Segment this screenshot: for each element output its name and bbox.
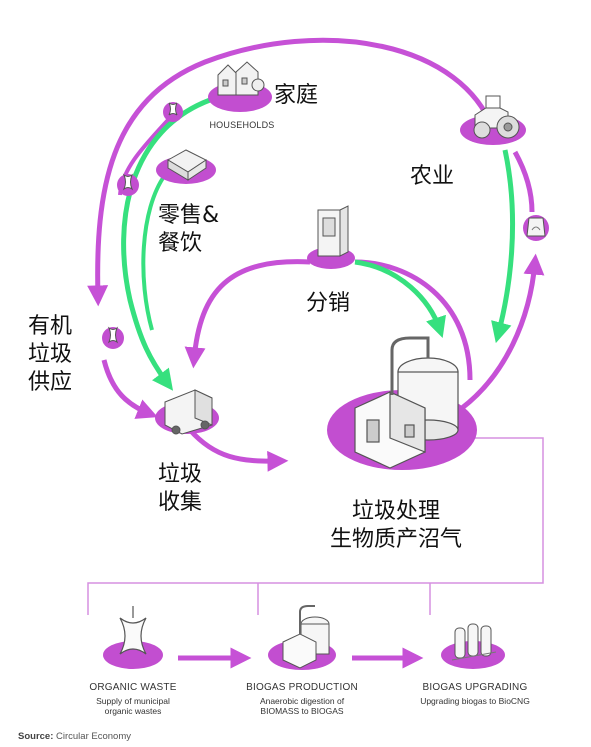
households-caption: HOUSEHOLDS: [209, 120, 275, 130]
processing-to-agriculture-arrow: [460, 253, 545, 410]
distribution-to-processing-green-arrow: [354, 259, 446, 338]
biogas-plant-icon: [354, 336, 459, 469]
outer-cycle-arrow: [87, 37, 498, 307]
upgrading-filters-icon: [451, 623, 497, 661]
agriculture-bag-to-tractor-arrow: [512, 150, 535, 213]
agriculture-to-processing-green-arrow: [491, 149, 516, 344]
apple-core-large-icon: [119, 606, 147, 655]
households-to-collection-green-arrow: [121, 97, 211, 391]
food-tray-icon: [167, 149, 207, 181]
tractor-icon: [473, 95, 520, 139]
bottom-connector-lines: [87, 437, 544, 615]
agriculture-label: 农业: [410, 164, 455, 189]
biogas-upgrading-title: BIOGAS UPGRADING: [422, 682, 528, 693]
small-biogas-plant-icon: [282, 605, 330, 669]
source-text: Circular Economy: [53, 731, 131, 742]
organic-waste-node: [103, 641, 163, 669]
households-label: 家庭: [274, 83, 319, 108]
processing-to-distribution-arc: [354, 259, 473, 381]
vending-kiosk-icon: [317, 205, 349, 257]
retail-to-collection-green-arrow: [141, 173, 167, 331]
organic-waste-subtitle: Supply of municipal organic wastes: [96, 696, 170, 716]
source-label: Source:: [18, 731, 54, 742]
biogas-upgrading-subtitle: Upgrading biogas to BioCNG: [420, 696, 530, 706]
distribution-to-collection-arc: [184, 259, 311, 369]
apple-core-icon: [107, 102, 178, 344]
supply-to-collection-arrow: [101, 359, 158, 419]
delivery-truck-icon: [164, 389, 213, 435]
retail-label: 零售& 餐饮: [158, 203, 220, 256]
collection-label: 垃圾 收集: [158, 462, 203, 515]
organic-waste-title: ORGANIC WASTE: [89, 682, 177, 693]
distribution-label: 分销: [306, 291, 351, 316]
collection-to-processing-arrow: [188, 428, 289, 472]
processing-label: 垃圾处理 生物质产沼气: [330, 499, 463, 552]
biogas-production-title: BIOGAS PRODUCTION: [246, 682, 358, 693]
compost-bag-icon: [526, 217, 546, 237]
source-note: Source: Circular Economy: [18, 731, 131, 742]
organic-supply-label: 有机 垃圾 供应: [28, 314, 73, 395]
house-icon: [217, 61, 265, 96]
biogas-production-subtitle: Anaerobic digestion of BIOMASS to BIOGAS: [259, 696, 345, 716]
